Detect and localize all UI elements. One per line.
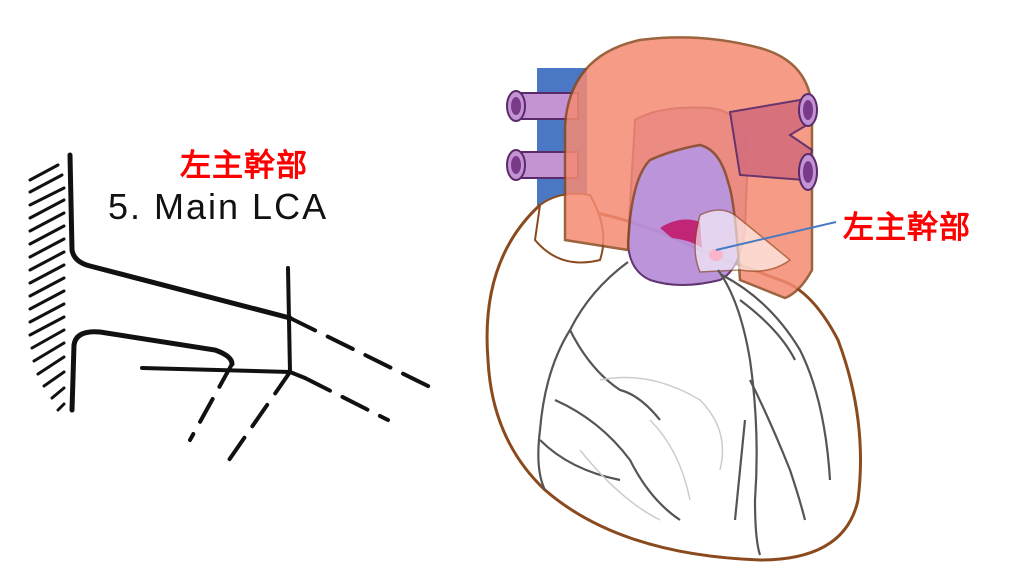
segment-label: 5. Main LCA bbox=[108, 186, 329, 227]
aortic-wall-hatching bbox=[28, 163, 66, 412]
coronary-arteries bbox=[537, 261, 832, 556]
left-main-annotation-right: 左主幹部 bbox=[843, 210, 971, 246]
left-atrial-appendage bbox=[694, 209, 792, 273]
pointer-line bbox=[715, 221, 837, 251]
left-main-highlight bbox=[660, 219, 702, 248]
left-main-schematic bbox=[28, 152, 434, 472]
posterior-vessels bbox=[579, 376, 724, 521]
heart-illustration bbox=[485, 36, 862, 562]
left-main-annotation-left: 左主幹部 bbox=[180, 148, 308, 184]
